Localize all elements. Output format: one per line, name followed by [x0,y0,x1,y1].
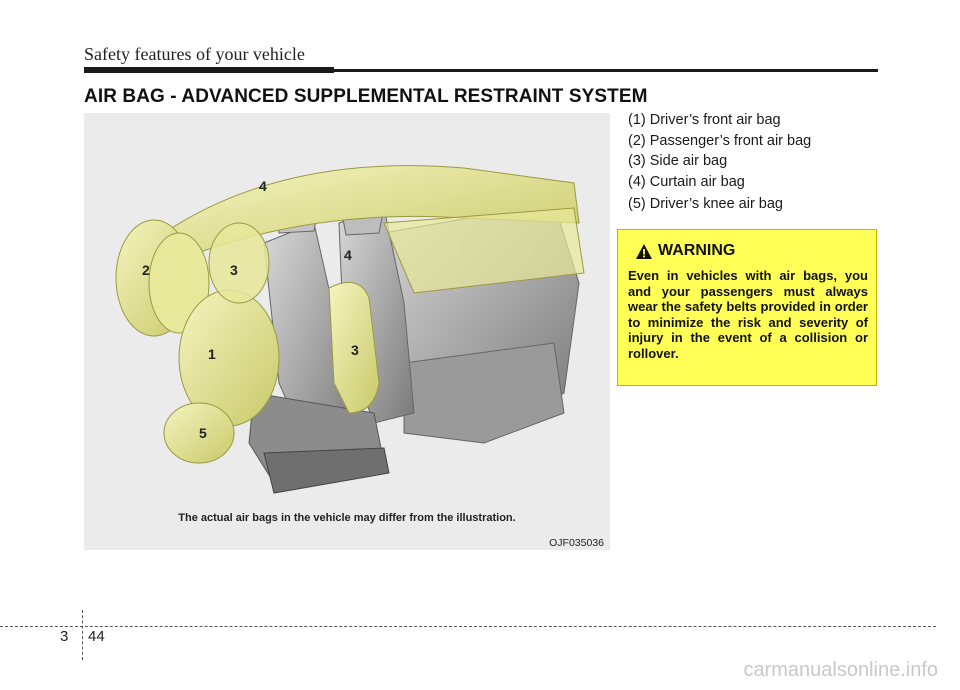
legend-item: (3) Side air bag [628,153,728,169]
header-rule [84,69,878,72]
warning-box: WARNING Even in vehicles with air bags, … [617,229,877,386]
warning-body: Even in vehicles with air bags, you and … [628,268,868,361]
chapter-number: 3 [60,628,69,645]
side-airbag-right [328,281,380,414]
callout-4-top: 4 [259,178,267,194]
header-rule-accent [84,67,334,73]
legend-item: (2) Passenger’s front air bag [628,132,812,149]
warning-header: WARNING [636,242,735,260]
airbag-diagram: 1 2 3 3 4 4 5 [115,165,585,494]
passenger-front-airbag-2 [148,232,210,334]
legend-item: (1) Driver’s front air bag [628,112,781,128]
side-airbag-left [208,222,270,304]
seat-rail [263,447,390,494]
page-number: 44 [88,628,105,645]
airbag-illustration: 1 2 3 3 4 4 5 The actual air bags in the… [84,113,610,550]
callout-5: 5 [199,425,207,441]
knee-airbag [163,402,235,464]
airbag-legend: (1) Driver’s front air bag (2) Passenger… [628,110,811,215]
warning-triangle-icon [636,243,652,259]
legend-item: (4) Curtain air bag [628,173,745,190]
footer-rule [0,626,936,627]
rear-seat-cushion [403,342,565,444]
warning-title: WARNING [658,242,736,259]
figure-caption: The actual air bags in the vehicle may d… [178,512,516,524]
running-header: Safety features of your vehicle [84,44,305,64]
callout-3-left: 3 [230,262,238,278]
callout-4-mid: 4 [344,247,352,263]
section-title: AIR BAG - ADVANCED SUPPLEMENTAL RESTRAIN… [84,86,648,107]
callout-2: 2 [142,262,150,278]
callout-3-right: 3 [351,342,359,358]
curtain-airbag-rear [383,207,585,294]
figure-code: OJF035036 [549,537,604,549]
legend-item: (5) Driver’s knee air bag [628,196,783,212]
footer-divider [82,610,83,660]
watermark: carmanualsonline.info [743,659,938,681]
curtain-airbag [163,165,580,259]
callout-1: 1 [208,346,216,362]
